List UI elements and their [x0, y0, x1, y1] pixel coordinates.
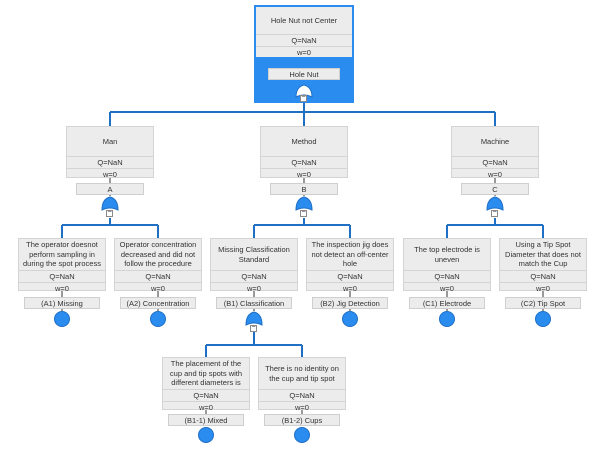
- subcause-node-b1-2[interactable]: There is no identity on the cup and tip …: [258, 357, 346, 413]
- node-title: Machine: [480, 136, 510, 146]
- node-q: Q=NaN: [211, 270, 297, 282]
- node-w: w=0: [452, 168, 538, 180]
- basic-event-icon[interactable]: [198, 427, 214, 443]
- node-q: Q=NaN: [404, 270, 490, 282]
- basic-event-icon[interactable]: [54, 311, 70, 327]
- cause-label-a2[interactable]: (A2) Concentration: [120, 297, 196, 309]
- basic-event-icon[interactable]: [439, 311, 455, 327]
- top-event-title: Hole Nut not Center: [270, 15, 338, 25]
- node-q: Q=NaN: [452, 156, 538, 168]
- category-label-a[interactable]: A: [76, 183, 144, 195]
- category-label-b[interactable]: B: [270, 183, 338, 195]
- top-event-label[interactable]: Hole Nut: [268, 68, 340, 80]
- node-w: w=0: [404, 282, 490, 294]
- or-gate-icon: [295, 196, 313, 211]
- collapse-toggle[interactable]: −: [106, 209, 113, 217]
- category-node-machine[interactable]: Machine Q=NaN w=0: [451, 126, 539, 180]
- basic-event-icon[interactable]: [294, 427, 310, 443]
- subcause-node-b1-1[interactable]: The placement of the cup and tip spots w…: [162, 357, 250, 413]
- node-q: Q=NaN: [259, 389, 345, 401]
- node-title: Man: [102, 136, 118, 146]
- cause-label-a1[interactable]: (A1) Missing: [24, 297, 100, 309]
- node-q: Q=NaN: [261, 156, 347, 168]
- cause-node-a2[interactable]: Operator concentration decreased and did…: [114, 238, 202, 294]
- category-node-method[interactable]: Method Q=NaN w=0: [260, 126, 348, 180]
- node-title: The inspection jig does not detect an of…: [311, 240, 389, 269]
- node-w: w=0: [67, 168, 153, 180]
- node-q: Q=NaN: [500, 270, 586, 282]
- or-gate-icon: [486, 196, 504, 211]
- cause-node-b1[interactable]: Missing Classification Standard Q=NaN w=…: [210, 238, 298, 294]
- cause-label-b1[interactable]: (B1) Classification: [216, 297, 292, 309]
- or-gate-icon: [245, 311, 263, 326]
- node-title: The placement of the cup and tip spots w…: [169, 359, 243, 388]
- node-w: w=0: [115, 282, 201, 294]
- node-w: w=0: [19, 282, 105, 294]
- category-label-c[interactable]: C: [461, 183, 529, 195]
- node-w: w=0: [163, 401, 249, 413]
- cause-label-b2[interactable]: (B2) Jig Detection: [312, 297, 388, 309]
- node-w: w=0: [261, 168, 347, 180]
- node-q: Q=NaN: [19, 270, 105, 282]
- cause-label-c2[interactable]: (C2) Tip Spot: [505, 297, 581, 309]
- cause-node-a1[interactable]: The operator doesnot perform sampling in…: [18, 238, 106, 294]
- node-title: Missing Classification Standard: [218, 245, 290, 264]
- node-q: Q=NaN: [307, 270, 393, 282]
- collapse-toggle[interactable]: −: [250, 324, 257, 332]
- collapse-toggle[interactable]: −: [300, 209, 307, 217]
- node-title: Method: [291, 136, 317, 146]
- node-title: Using a Tip Spot Diameter that does not …: [505, 240, 581, 269]
- collapse-toggle[interactable]: −: [491, 209, 498, 217]
- or-gate-icon: [101, 196, 119, 211]
- node-w: w=0: [259, 401, 345, 413]
- cause-node-b2[interactable]: The inspection jig does not detect an of…: [306, 238, 394, 294]
- top-event-w: w=0: [256, 46, 352, 58]
- basic-event-icon[interactable]: [535, 311, 551, 327]
- node-w: w=0: [307, 282, 393, 294]
- node-title: The top electrode is uneven: [414, 245, 480, 264]
- node-w: w=0: [500, 282, 586, 294]
- node-title: Operator concentration decreased and did…: [119, 240, 197, 269]
- node-q: Q=NaN: [115, 270, 201, 282]
- node-q: Q=NaN: [163, 389, 249, 401]
- top-event-node[interactable]: Hole Nut not Center Q=NaN w=0 Hole Nut −: [254, 5, 354, 103]
- top-event-q: Q=NaN: [256, 34, 352, 46]
- cause-node-c2[interactable]: Using a Tip Spot Diameter that does not …: [499, 238, 587, 294]
- category-node-man[interactable]: Man Q=NaN w=0: [66, 126, 154, 180]
- basic-event-icon[interactable]: [150, 311, 166, 327]
- node-q: Q=NaN: [67, 156, 153, 168]
- subcause-label-b1-2[interactable]: (B1-2) Cups: [264, 414, 340, 426]
- basic-event-icon[interactable]: [342, 311, 358, 327]
- subcause-label-b1-1[interactable]: (B1-1) Mixed: [168, 414, 244, 426]
- cause-label-c1[interactable]: (C1) Electrode: [409, 297, 485, 309]
- node-title: There is no identity on the cup and tip …: [265, 364, 339, 383]
- cause-node-c1[interactable]: The top electrode is uneven Q=NaN w=0: [403, 238, 491, 294]
- collapse-toggle[interactable]: −: [300, 94, 307, 102]
- node-w: w=0: [211, 282, 297, 294]
- node-title: The operator doesnot perform sampling in…: [23, 240, 101, 269]
